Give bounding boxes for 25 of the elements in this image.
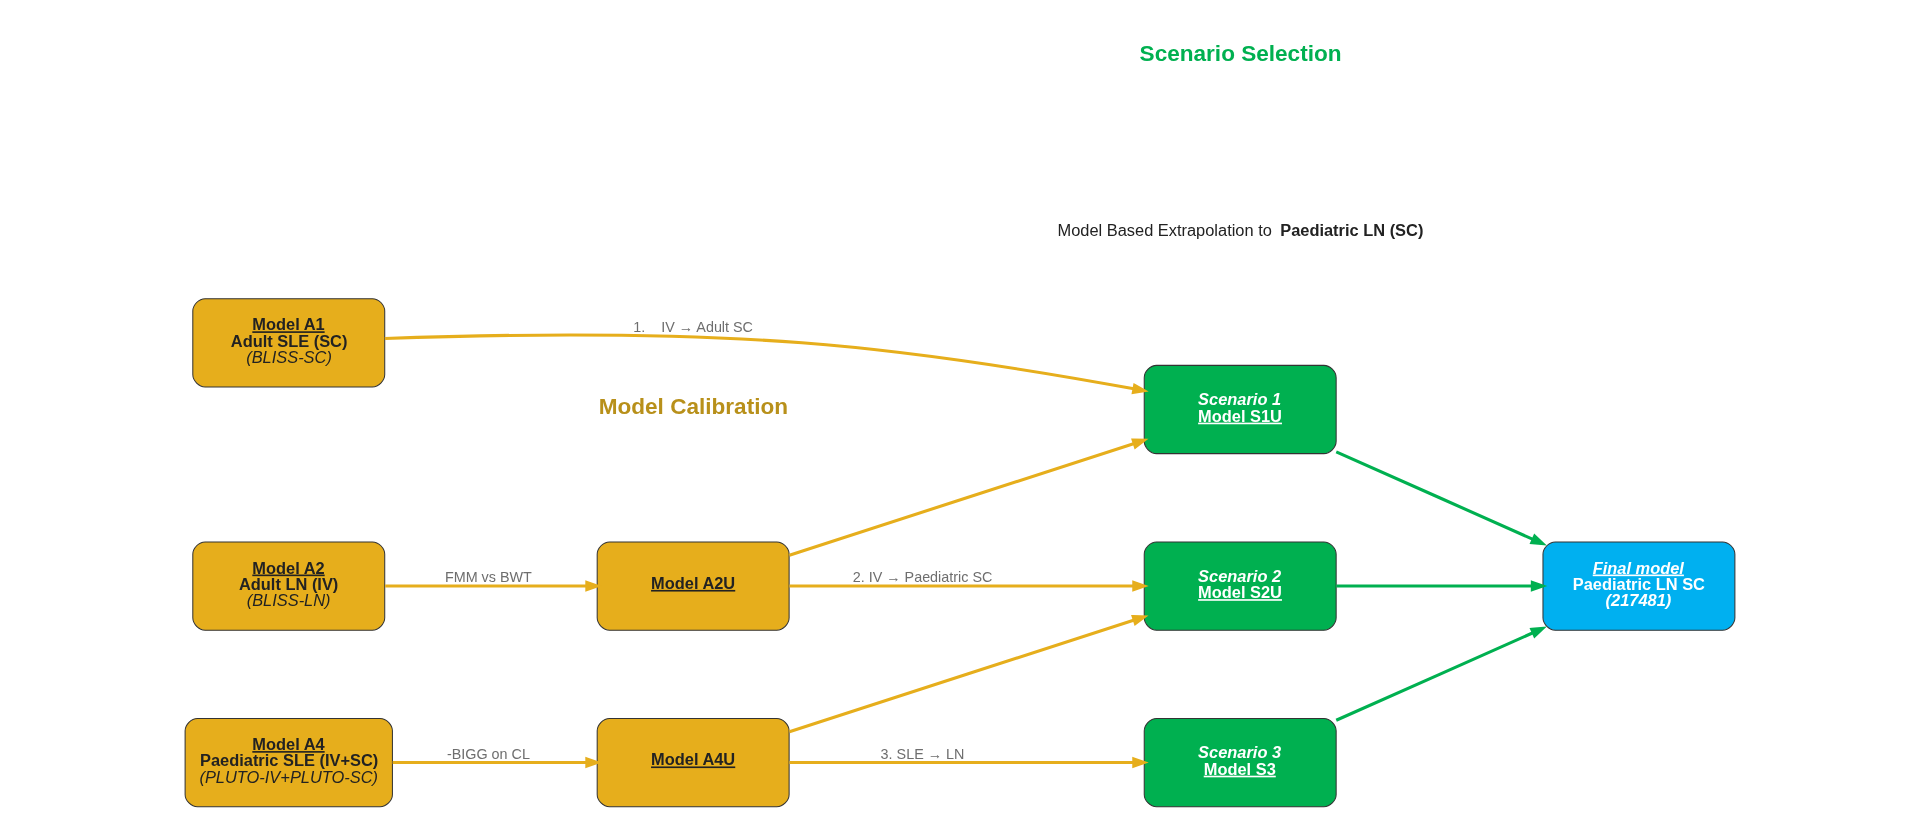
arrow (1335, 626, 1547, 722)
label: Model Based Extrapolation to Paediatric LN (SC) (1057, 220, 1424, 239)
edge-label: 3. SLE → LN (880, 745, 965, 762)
node-box: Scenario 2 Model S2U (1143, 541, 1337, 631)
arrow (789, 580, 1149, 592)
edge-label: 2. IV → Paediatric SC (852, 569, 993, 586)
arrow (384, 333, 1149, 395)
node-box: Model A4 Paediatric SLE (IV+SC) (PLUTO-IV+PLUTO-SC) (184, 717, 393, 808)
node-box: Scenario 3 Model S3 (1143, 717, 1337, 808)
node-box: Model A1 Adult SLE (SC) (BLISS-SC) (192, 298, 386, 388)
node-box: Final model Paediatric LN SC (217481) (1542, 541, 1736, 631)
node-box: Model A4U (596, 717, 790, 808)
node-box: Model A2 Adult LN (IV) (BLISS-LN) (192, 541, 386, 631)
label: Scenario Selection (1139, 41, 1342, 67)
edge-label: -BIGG on CL (446, 745, 530, 762)
arrow (788, 615, 1149, 734)
label: Model Calibration (598, 394, 789, 420)
edge-label: FMM vs BWT (444, 569, 532, 586)
edge-label: 1. IV → Adult SC (633, 318, 754, 335)
arrow (1336, 580, 1548, 592)
node-box: Model A2U (596, 541, 790, 631)
arrow (789, 756, 1149, 769)
node-box: Scenario 1 Model S1U (1143, 364, 1337, 455)
arrow (1335, 450, 1547, 546)
arrow (788, 438, 1149, 557)
